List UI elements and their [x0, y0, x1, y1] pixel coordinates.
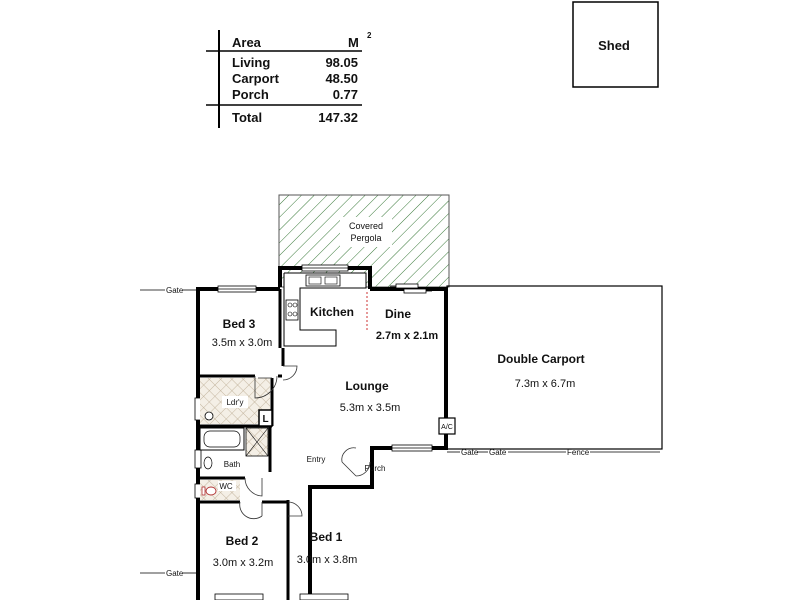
- entry-label: Entry: [307, 455, 326, 464]
- kitchen: Kitchen: [283, 272, 367, 347]
- area-row-label: Porch: [232, 87, 269, 102]
- area-row-value: 98.05: [325, 55, 358, 70]
- kitchen-label: Kitchen: [310, 305, 354, 319]
- area-table: Area M 2 Living 98.05 Carport 48.50 Porc…: [206, 30, 372, 128]
- ac-label: A/C: [441, 424, 453, 431]
- trough-icon: [204, 411, 214, 421]
- bed3-size: 3.5m x 3.0m: [212, 337, 273, 349]
- bed3-name: Bed 3: [223, 317, 256, 331]
- area-header-unit: M: [348, 35, 359, 50]
- fence-label: Fence: [567, 448, 590, 457]
- linen-label: L: [262, 414, 268, 425]
- area-row-label: Carport: [232, 71, 280, 86]
- gate-label: Gate: [461, 448, 479, 457]
- shed: Shed: [572, 1, 659, 88]
- wc-label: WC: [219, 482, 233, 491]
- area-row-value: 0.77: [333, 87, 358, 102]
- bed2-name: Bed 2: [226, 534, 259, 548]
- sliding-door: [390, 283, 432, 294]
- linen-cupboard: L: [258, 409, 273, 427]
- bed2-size: 3.0m x 3.2m: [213, 557, 274, 569]
- bathroom: Bath: [199, 427, 269, 470]
- laundry: Ldr'y: [200, 378, 270, 424]
- lounge-name: Lounge: [345, 379, 389, 393]
- double-carport: Double Carport 7.3m x 6.7m: [446, 285, 663, 450]
- area-total-label: Total: [232, 110, 262, 125]
- carport-name: Double Carport: [497, 352, 584, 366]
- door-swings: [239, 365, 371, 520]
- covered-pergola: Covered Pergola: [278, 194, 450, 288]
- pergola-label-line2: Pergola: [350, 233, 381, 243]
- area-row-label: Living: [232, 55, 270, 70]
- laundry-label: Ldr'y: [226, 398, 243, 407]
- area-header-unit-sup: 2: [367, 31, 372, 40]
- wc: WC: [200, 480, 240, 500]
- bed1-name: Bed 1: [310, 530, 343, 544]
- bath-label: Bath: [224, 460, 240, 469]
- shed-label: Shed: [598, 38, 630, 53]
- dine-size: 2.7m x 2.1m: [376, 330, 439, 342]
- toilet-icon: [205, 486, 217, 496]
- bed1-size: 3.0m x 3.8m: [297, 554, 358, 566]
- gate-label: Gate: [489, 448, 507, 457]
- windows: [194, 264, 433, 600]
- pergola-label-line1: Covered: [349, 221, 383, 231]
- ac-unit: A/C: [438, 417, 456, 435]
- dine-name: Dine: [385, 307, 411, 321]
- carport-size: 7.3m x 6.7m: [515, 378, 576, 390]
- porch-label: Porch: [365, 464, 386, 473]
- area-row-value: 48.50: [325, 71, 358, 86]
- boundary-lines: [140, 289, 660, 574]
- gate-label: Gate: [166, 286, 184, 295]
- lounge-size: 5.3m x 3.5m: [340, 402, 401, 414]
- gate-label: Gate: [166, 569, 184, 578]
- interior-walls: [198, 289, 290, 600]
- area-header-label: Area: [232, 35, 262, 50]
- area-total-value: 147.32: [318, 110, 358, 125]
